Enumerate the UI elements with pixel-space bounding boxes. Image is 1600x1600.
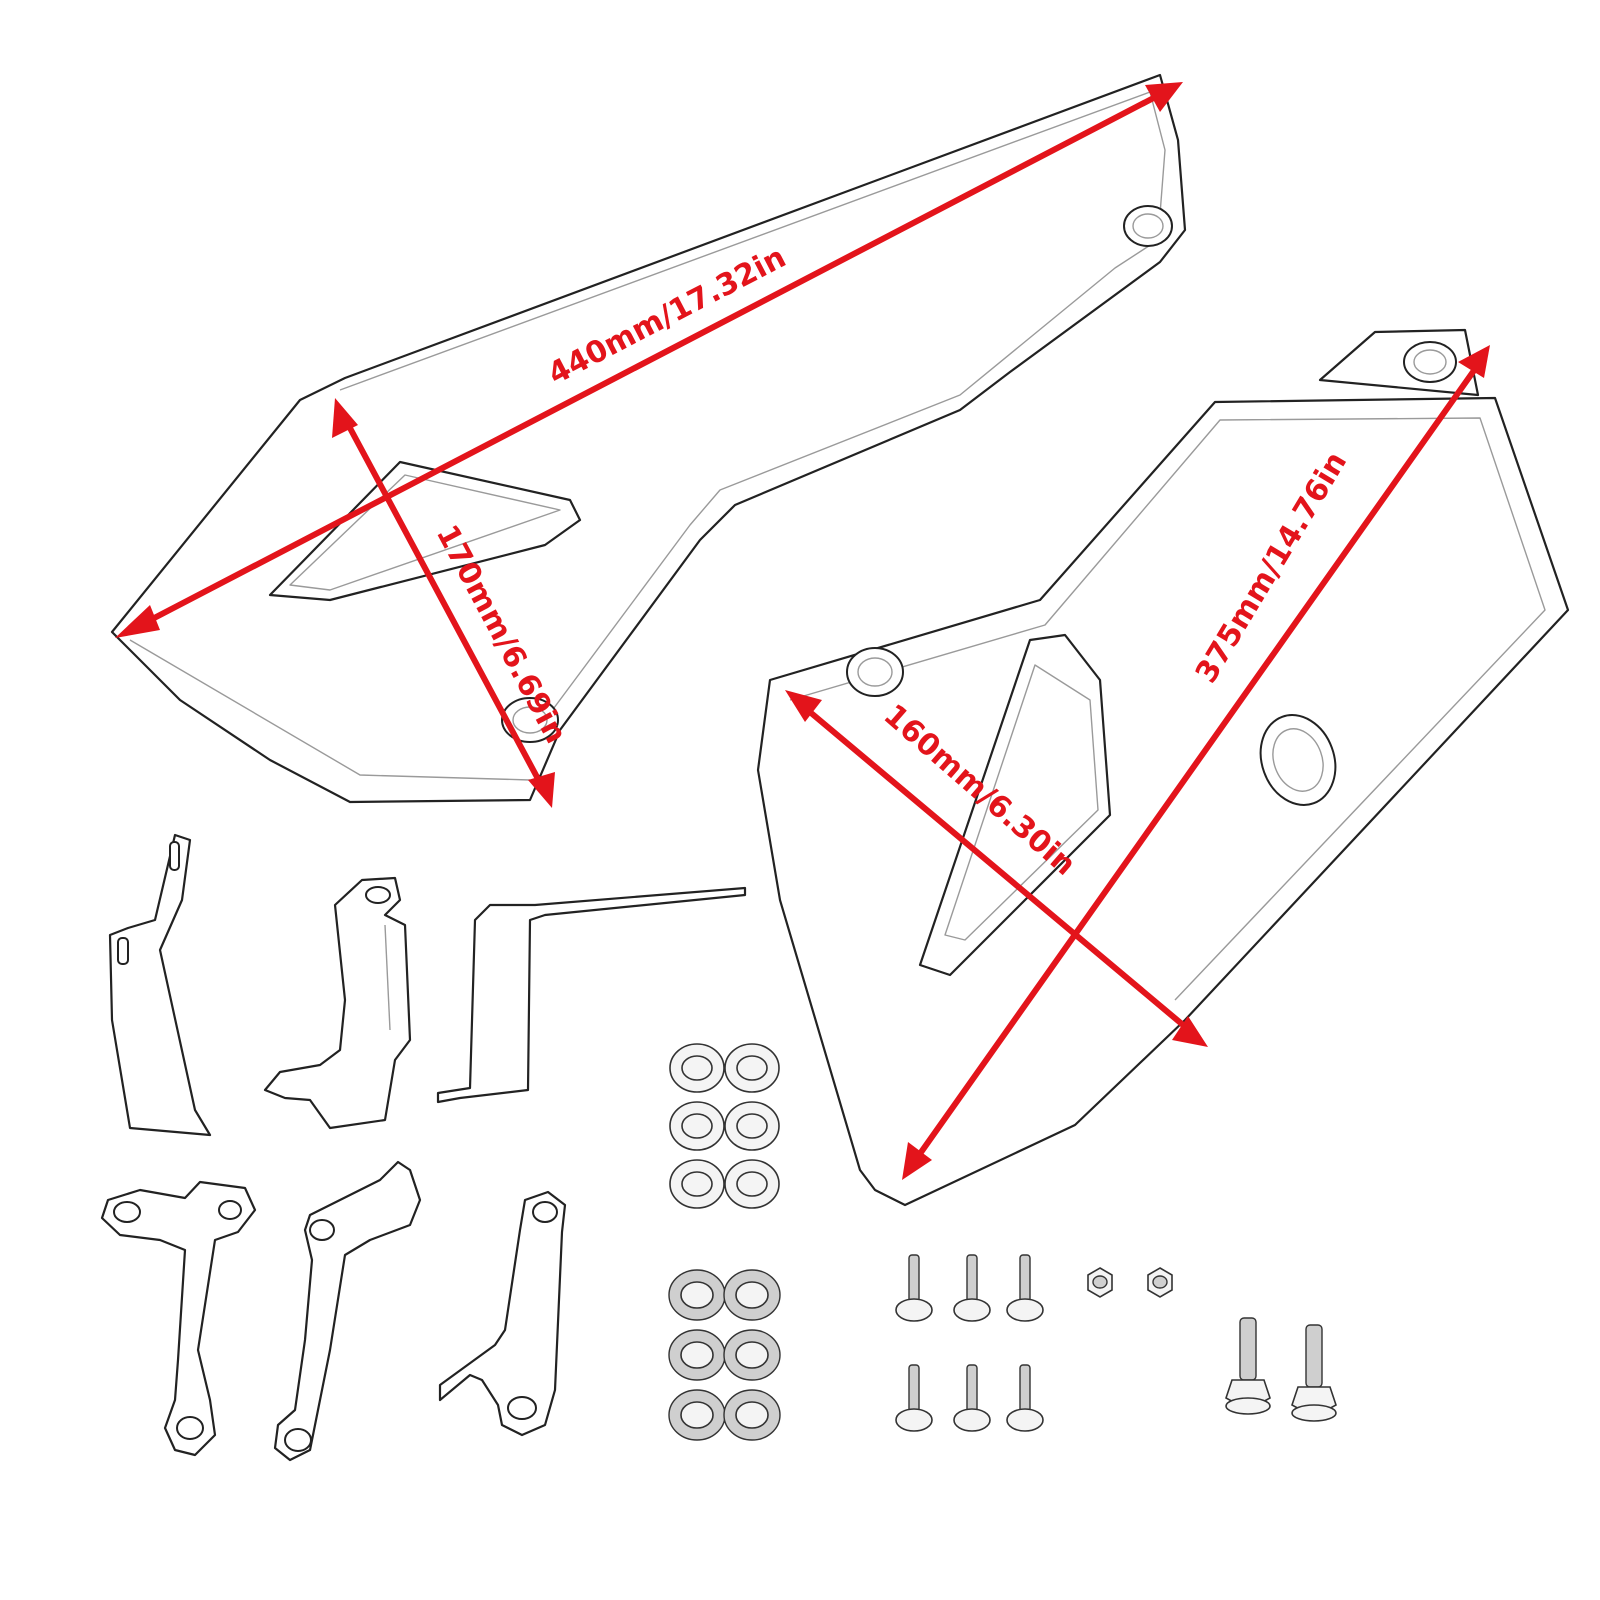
bracket-2	[263, 876, 412, 1130]
left-panel-mount-hole-top	[1123, 205, 1173, 247]
right-panel-triangle-cutout	[918, 633, 1112, 977]
flange-bolts	[1225, 1317, 1337, 1422]
bracket-5	[273, 1160, 422, 1462]
bracket-3	[436, 886, 747, 1104]
bracket-6	[438, 1190, 567, 1437]
bracket-1	[108, 833, 212, 1137]
right-frame-cover-panel	[756, 328, 1570, 1207]
left-frame-cover-panel	[110, 73, 1187, 804]
right-panel-mount-hole-left	[846, 647, 904, 697]
rubber-grommets	[669, 1043, 780, 1209]
right-panel-mount-hole-top	[1403, 341, 1457, 383]
bracket-4	[100, 1180, 257, 1457]
left-panel-mount-hole-bottom	[501, 697, 559, 743]
small-screws	[895, 1254, 1044, 1432]
right-panel-oval-hole	[1259, 714, 1337, 806]
hex-nuts	[1087, 1267, 1173, 1298]
spacer-sleeves	[668, 1269, 781, 1441]
